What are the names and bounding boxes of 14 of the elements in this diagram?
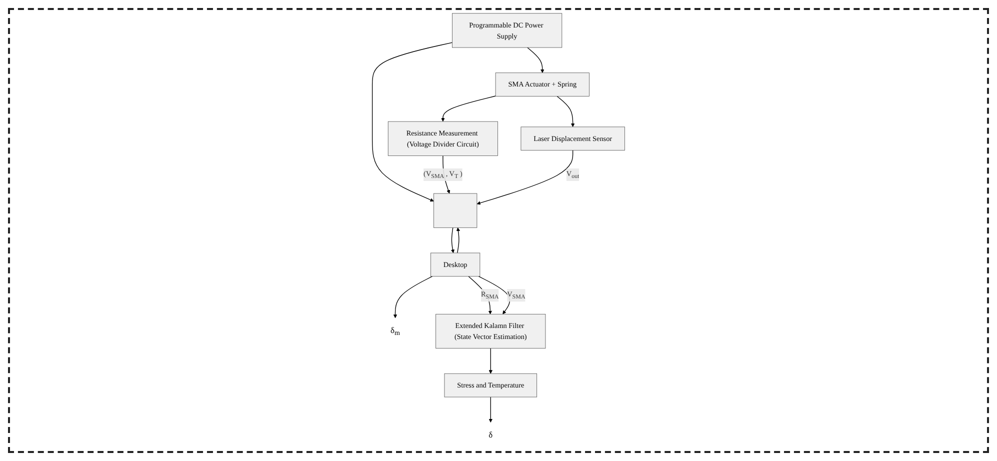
- arrow: [478, 276, 510, 314]
- node-text: δ$_{m}$: [390, 326, 400, 337]
- arrow: [450, 227, 455, 254]
- arrow: [527, 47, 544, 73]
- arrow: [393, 276, 433, 318]
- arrow: [456, 227, 460, 254]
- arrow: [372, 42, 453, 202]
- arrow: [488, 348, 492, 374]
- arrow: [441, 96, 496, 122]
- node-box: [434, 193, 478, 228]
- arrow: [488, 396, 492, 422]
- node-text: δ: [488, 430, 493, 440]
- arrow: [556, 96, 575, 128]
- arrow: [476, 150, 574, 205]
